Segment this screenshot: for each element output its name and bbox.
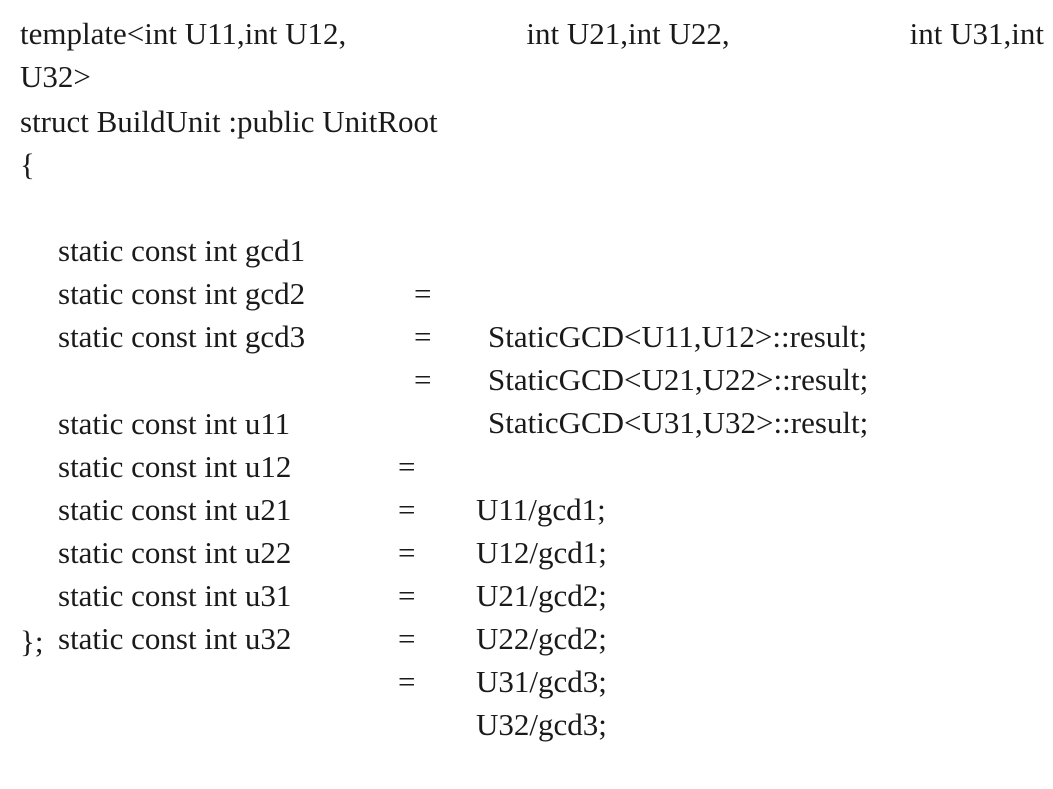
assignment-operator: = <box>414 362 432 397</box>
statement-declaration: static const int u31 <box>58 578 292 613</box>
statement-value: U11/gcd1; <box>476 492 606 527</box>
unit-statement: static const int u21 = U21/gcd2; <box>58 445 607 660</box>
assignment-operator: = <box>398 492 416 527</box>
assignment-operator: = <box>398 578 416 613</box>
assignment-operator: = <box>398 535 416 570</box>
statement-value: U21/gcd2; <box>476 578 607 613</box>
unit-statement: static const int u22 = U22/gcd2; <box>58 488 607 703</box>
assignment-operator: = <box>398 664 416 699</box>
statement-declaration: static const int u21 <box>58 492 292 527</box>
assignment-operator: = <box>398 621 416 656</box>
template-header-continuation: U32> <box>20 59 91 94</box>
assignment-operator: = <box>414 319 432 354</box>
statement-declaration: static const int u11 <box>58 406 291 441</box>
statement-declaration: static const int gcd3 <box>58 319 306 354</box>
statement-value: StaticGCD<U21,U22>::result; <box>488 362 869 397</box>
statement-value: StaticGCD<U31,U32>::result; <box>488 405 869 440</box>
gcd-statement: static const int gcd3 = StaticGCD<U31,U3… <box>58 272 868 487</box>
gcd-statement: static const int gcd1 = StaticGCD<U11,U1… <box>58 186 867 401</box>
code-listing: template<int U11,int U12, int U21,int U2… <box>20 12 1044 742</box>
close-brace: }; <box>20 624 44 659</box>
statement-declaration: static const int u12 <box>58 449 292 484</box>
statement-declaration: static const int u32 <box>58 621 292 656</box>
statement-value: U22/gcd2; <box>476 621 607 656</box>
struct-declaration: struct BuildUnit :public UnitRoot <box>20 104 438 139</box>
statement-declaration: static const int u22 <box>58 535 292 570</box>
open-brace: { <box>20 147 35 182</box>
statement-value: U12/gcd1; <box>476 535 607 570</box>
statement-declaration: static const int gcd2 <box>58 276 306 311</box>
template-header-line: template<int U11,int U12, int U21,int U2… <box>20 12 1044 55</box>
assignment-operator: = <box>414 276 432 311</box>
template-header-part-1: template<int U11,int U12, <box>20 16 347 51</box>
gcd-statement: static const int gcd2 = StaticGCD<U21,U2… <box>58 229 868 444</box>
template-header-part-2: int U21,int U22, <box>526 16 730 51</box>
unit-statement: static const int u32 = U32/gcd3; <box>58 574 607 789</box>
statement-value: U32/gcd3; <box>476 707 607 742</box>
assignment-operator: = <box>398 449 416 484</box>
statement-value: U31/gcd3; <box>476 664 607 699</box>
statement-declaration: static const int gcd1 <box>58 233 306 268</box>
unit-statement: static const int u12 = U12/gcd1; <box>58 402 607 617</box>
unit-statement: static const int u11 = U11/gcd1; <box>58 359 606 574</box>
template-header-part-3: int U31,int <box>909 16 1044 51</box>
statement-value: StaticGCD<U11,U12>::result; <box>488 319 868 354</box>
